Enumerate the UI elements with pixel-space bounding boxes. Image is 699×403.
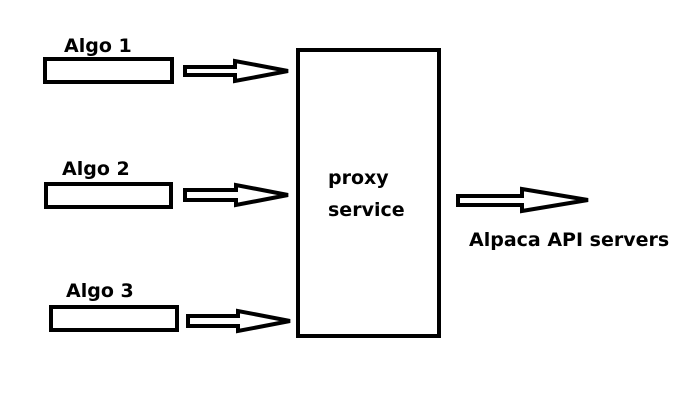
alpaca-api-servers-label: Alpaca API servers xyxy=(469,229,669,251)
proxy-service-box xyxy=(296,48,441,338)
algo-2-node: Algo 2 xyxy=(44,158,173,209)
proxy-label-line2: service xyxy=(328,199,405,221)
algo-3-label: Algo 3 xyxy=(66,280,134,302)
proxy-service-node: proxy service xyxy=(296,48,441,338)
algo-2-box xyxy=(44,182,173,209)
algo-3-node: Algo 3 xyxy=(49,280,179,332)
algo-1-arrow xyxy=(183,58,289,84)
output-arrow xyxy=(456,186,589,214)
proxy-label-line1: proxy xyxy=(328,167,389,189)
algo-2-label: Algo 2 xyxy=(62,158,130,180)
algo-3-box xyxy=(49,305,179,332)
algo-1-box xyxy=(43,57,174,84)
algo-2-arrow xyxy=(183,182,289,208)
algo-1-node: Algo 1 xyxy=(43,35,174,84)
algo-1-label: Algo 1 xyxy=(64,35,132,57)
algo-3-arrow xyxy=(186,308,291,334)
